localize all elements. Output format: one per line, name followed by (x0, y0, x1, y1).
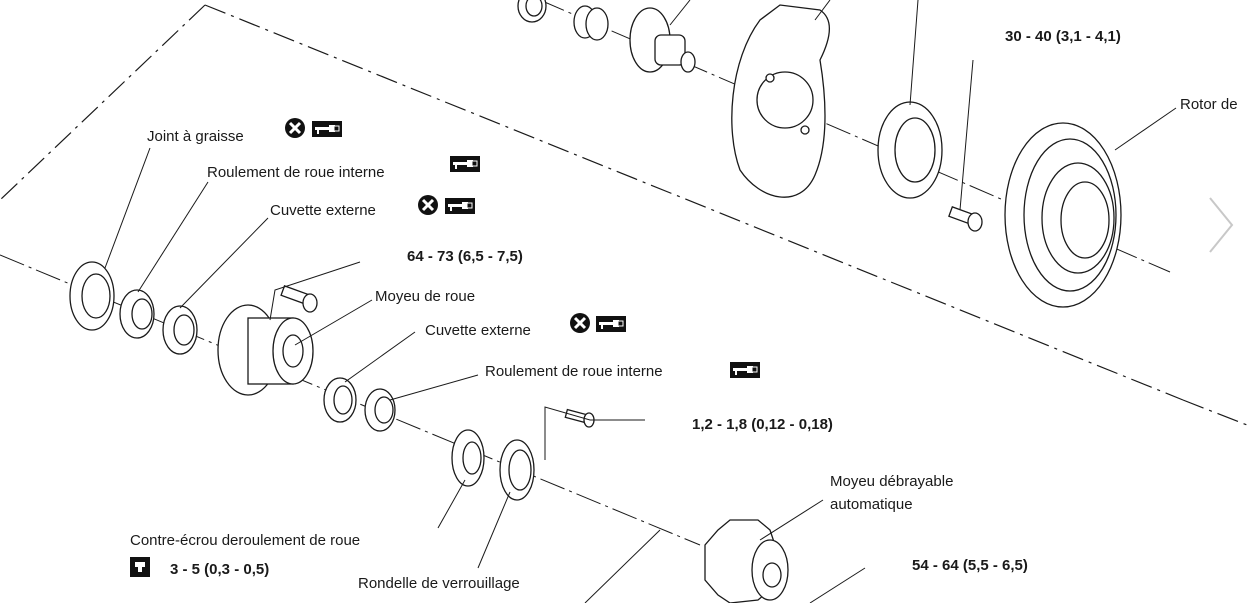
upper-parts (517, 0, 1122, 308)
lower-parts (69, 261, 789, 603)
grease-gun-icon (595, 315, 627, 333)
locknut-tool-icon (130, 557, 150, 577)
axis-lines (0, 0, 1171, 546)
label-roulement-interne-2: Roulement de roue interne (485, 363, 663, 380)
label-joint-graisse: Joint à graisse (147, 128, 244, 145)
label-cuvette-externe-2: Cuvette externe (425, 322, 531, 339)
label-automatique: automatique (830, 496, 913, 513)
grease-gun-icon (729, 361, 761, 379)
grease-gun-icon (444, 197, 476, 215)
torque-spec-small-screw: 1,2 - 1,8 (0,12 - 0,18) (692, 416, 833, 433)
grease-gun-icon (449, 155, 481, 173)
label-cuvette-externe-1: Cuvette externe (270, 202, 376, 219)
do-not-reuse-icon (568, 311, 592, 335)
label-rotor: Rotor de (1180, 96, 1238, 113)
do-not-reuse-icon (416, 193, 440, 217)
leader-lines (104, 0, 1177, 603)
label-roulement-interne-1: Roulement de roue interne (207, 164, 385, 181)
torque-spec-hub-bolt: 64 - 73 (6,5 - 7,5) (407, 248, 523, 265)
label-contre-ecrou: Contre-écrou deroulement de roue (130, 532, 361, 549)
label-moyeu-roue: Moyeu de roue (375, 288, 476, 305)
grease-gun-icon (311, 120, 343, 138)
torque-spec-rotor-bolt: 30 - 40 (3,1 - 4,1) (1005, 28, 1121, 45)
next-image-button[interactable] (1200, 190, 1240, 260)
do-not-reuse-icon (283, 116, 307, 140)
torque-spec-locknut: 3 - 5 (0,3 - 0,5) (170, 561, 270, 578)
label-moyeu-debrayable: Moyeu débrayable (830, 473, 954, 490)
chevron-right-icon (1209, 197, 1234, 253)
torque-spec-free-hub: 54 - 64 (5,5 - 6,5) (912, 557, 1028, 574)
dashed-frame (0, 4, 1247, 426)
label-rondelle: Rondelle de verrouillage (358, 575, 520, 592)
